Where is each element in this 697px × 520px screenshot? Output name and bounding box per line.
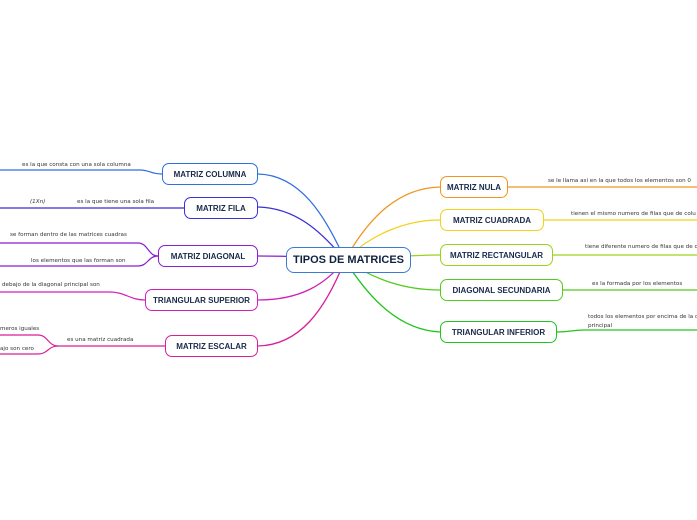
note-matriz-fila-dimension: (1Xn): [30, 199, 46, 205]
note-triangular-inferior-1: todos los elementos por encima de la d: [588, 314, 697, 320]
note-matriz-nula: se le llama asi en la que todos los elem…: [548, 178, 691, 184]
connector-matriz-columna: [257, 173, 346, 261]
note-triangular-inferior-2: principal: [588, 323, 613, 329]
branch-triangular-inferior[interactable]: TRIANGULAR INFERIOR: [440, 321, 557, 343]
note-line-escalar-3: [0, 345, 59, 355]
note-matriz-diagonal-1: se forman dentro de las matrices cuadras: [10, 232, 127, 238]
branch-diagonal-secundaria[interactable]: DIAGONAL SECUNDARIA: [440, 279, 563, 301]
note-line-columna: [0, 169, 163, 175]
branch-matriz-diagonal[interactable]: MATRIZ DIAGONAL: [158, 245, 258, 267]
connector-matriz-nula: [344, 186, 441, 261]
branch-matriz-escalar[interactable]: MATRIZ ESCALAR: [165, 335, 258, 357]
note-matriz-cuadrada: tienen el mismo numero de filas que de c…: [571, 211, 696, 217]
connector-matriz-escalar: [257, 259, 346, 347]
note-line-escalar-2: [0, 334, 59, 347]
branch-matriz-cuadrada[interactable]: MATRIZ CUADRADA: [440, 209, 544, 231]
branch-matriz-columna[interactable]: MATRIZ COLUMNA: [162, 163, 258, 185]
note-matriz-columna: es la que consta con una sola columna: [22, 162, 131, 168]
note-line-diagonal-1: [0, 242, 159, 257]
note-diagonal-secundaria: es la formada por los elementos: [592, 281, 683, 287]
central-topic[interactable]: TIPOS DE MATRICES: [286, 247, 411, 273]
branch-matriz-fila[interactable]: MATRIZ FILA: [184, 197, 258, 219]
note-triangular-superior: debajo de la diagonal principal son: [2, 282, 100, 288]
note-matriz-diagonal-2: los elementos que las forman son: [31, 258, 126, 264]
note-line-superior: [0, 291, 146, 301]
note-line-inferior: [556, 329, 697, 333]
note-matriz-escalar-3: ajo son cero: [0, 346, 34, 352]
branch-matriz-nula[interactable]: MATRIZ NULA: [440, 176, 508, 198]
branch-triangular-superior[interactable]: TRIANGULAR SUPERIOR: [145, 289, 258, 311]
branch-matriz-rectangular[interactable]: MATRIZ RECTANGULAR: [440, 244, 553, 266]
note-matriz-escalar-1: es una matriz cuadrada: [67, 337, 134, 343]
note-matriz-fila: es la que tiene una sola fila: [77, 199, 155, 205]
note-matriz-rectangular: tiene diferente numero de filas que de c: [585, 244, 697, 250]
note-matriz-escalar-2: meros iguales: [0, 326, 40, 332]
note-line-diagonal-2: [0, 255, 159, 267]
